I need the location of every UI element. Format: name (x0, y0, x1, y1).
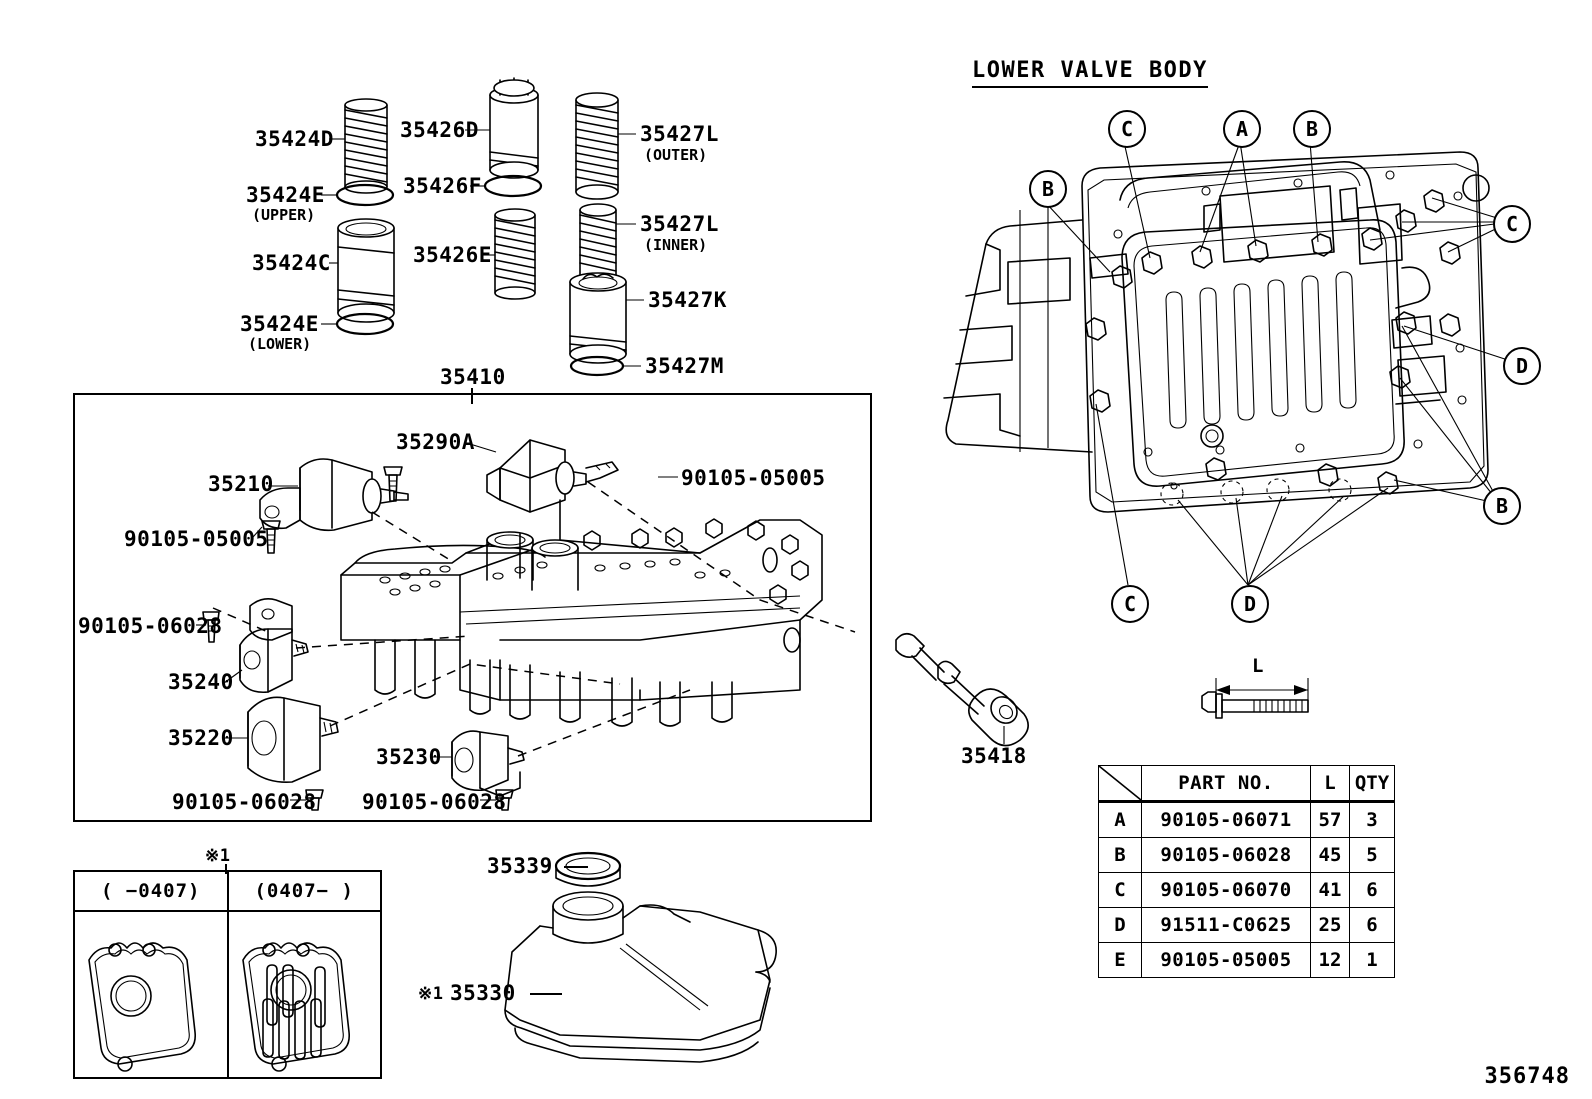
callout-c-right-upper: C (1493, 205, 1531, 243)
callout-c-top: C (1108, 110, 1146, 148)
row-key-d: D (1098, 907, 1142, 943)
row-length-d: 25 (1310, 907, 1350, 943)
callout-b-left: B (1029, 170, 1067, 208)
bolt-label-90105-06028-right: 90105-06028 (362, 790, 507, 814)
row-key-b: B (1098, 837, 1142, 873)
part-label-35330: 35330 (450, 981, 516, 1005)
callout-d-right: D (1503, 347, 1541, 385)
bolt-label-90105-06028-mid: 90105-06028 (172, 790, 317, 814)
row-key-c: C (1098, 872, 1142, 908)
parts-table: PART NO. L QTY A 90105-06071 57 3 B 9010… (1098, 765, 1395, 978)
row-key-e: E (1098, 942, 1142, 978)
callout-b-right-lower: B (1483, 487, 1521, 525)
table-header-row: PART NO. L QTY (1098, 765, 1395, 802)
inset-body (75, 912, 380, 1077)
diagonal-slash-icon (1098, 765, 1142, 801)
row-part-no-b: 90105-06028 (1141, 837, 1311, 873)
table-row: B 90105-06028 45 5 (1098, 837, 1395, 873)
section-title: LOWER VALVE BODY (972, 58, 1208, 88)
filter-early-artwork (88, 942, 197, 1072)
row-qty-b: 5 (1349, 837, 1395, 873)
bolt-length-label: L (1252, 655, 1264, 677)
table-header-part-no: PART NO. (1141, 765, 1311, 802)
bolt-label-90105-06028-left: 90105-06028 (78, 614, 223, 638)
part-note-35424e-upper: (UPPER) (252, 206, 316, 224)
part-note-35424e-lower: (LOWER) (248, 335, 312, 353)
row-qty-e: 1 (1349, 942, 1395, 978)
table-row: E 90105-05005 12 1 (1098, 942, 1395, 978)
part-label-35426e: 35426E (413, 243, 492, 267)
row-length-b: 45 (1310, 837, 1350, 873)
callout-d-bottom: D (1231, 585, 1269, 623)
part-label-35339: 35339 (487, 854, 553, 878)
leader-35330 (530, 993, 562, 995)
part-label-35424e-lower: 35424E (240, 312, 319, 336)
part-label-35427k: 35427K (648, 288, 727, 312)
row-qty-c: 6 (1349, 872, 1395, 908)
row-part-no-e: 90105-05005 (1141, 942, 1311, 978)
part-label-35426f: 35426F (403, 174, 482, 198)
inset-marker-leader (225, 864, 227, 874)
part-label-35424d: 35424D (255, 127, 334, 151)
part-note-35427l-outer: (OUTER) (644, 146, 708, 164)
part-label-35210: 35210 (208, 472, 274, 496)
assembly-label-35410: 35410 (440, 365, 506, 389)
assembly-leader (471, 388, 473, 404)
inset-variant-table: ( −0407) (0407− ) (73, 870, 382, 1079)
row-part-no-c: 90105-06070 (1141, 872, 1311, 908)
filter-late-artwork (241, 942, 350, 1072)
callout-b-top: B (1293, 110, 1331, 148)
part-label-35418: 35418 (961, 744, 1027, 768)
inset-cell-early (75, 912, 229, 1077)
part-label-35424e-upper: 35424E (246, 183, 325, 207)
part-label-35427m: 35427M (645, 354, 724, 378)
part-label-35424c: 35424C (252, 251, 331, 275)
bolt-label-90105-05005-upper: 90105-05005 (681, 466, 826, 490)
row-part-no-d: 91511-C0625 (1141, 907, 1311, 943)
row-qty-a: 3 (1349, 800, 1395, 838)
part-label-35427l-inner: 35427L (640, 212, 719, 236)
inset-header: ( −0407) (0407− ) (75, 872, 380, 912)
table-row: C 90105-06070 41 6 (1098, 872, 1395, 908)
inset-cell-late (229, 912, 381, 1077)
table-row: D 91511-C0625 25 6 (1098, 907, 1395, 943)
pan-note-marker: ※1 (418, 984, 444, 1004)
inset-header-early: ( −0407) (75, 872, 229, 910)
inset-marker: ※1 (205, 846, 231, 866)
table-header-qty: QTY (1349, 765, 1395, 802)
part-label-35230: 35230 (376, 745, 442, 769)
part-label-35427l-outer: 35427L (640, 122, 719, 146)
bolt-label-90105-05005-left: 90105-05005 (124, 527, 269, 551)
part-label-35426d: 35426D (400, 118, 479, 142)
callout-c-bottom: C (1111, 585, 1149, 623)
part-label-35290a: 35290A (396, 430, 475, 454)
part-label-35240: 35240 (168, 670, 234, 694)
diagram-reference-number: 356748 (1484, 1064, 1570, 1089)
leader-35339 (564, 866, 588, 868)
table-corner-cell (1098, 765, 1142, 802)
inset-header-late: (0407− ) (254, 880, 354, 902)
part-label-35220: 35220 (168, 726, 234, 750)
row-part-no-a: 90105-06071 (1141, 800, 1311, 838)
callout-a-top: A (1223, 110, 1261, 148)
table-row: A 90105-06071 57 3 (1098, 800, 1395, 838)
part-note-35427l-inner: (INNER) (644, 236, 708, 254)
row-length-e: 12 (1310, 942, 1350, 978)
row-length-a: 57 (1310, 800, 1350, 838)
